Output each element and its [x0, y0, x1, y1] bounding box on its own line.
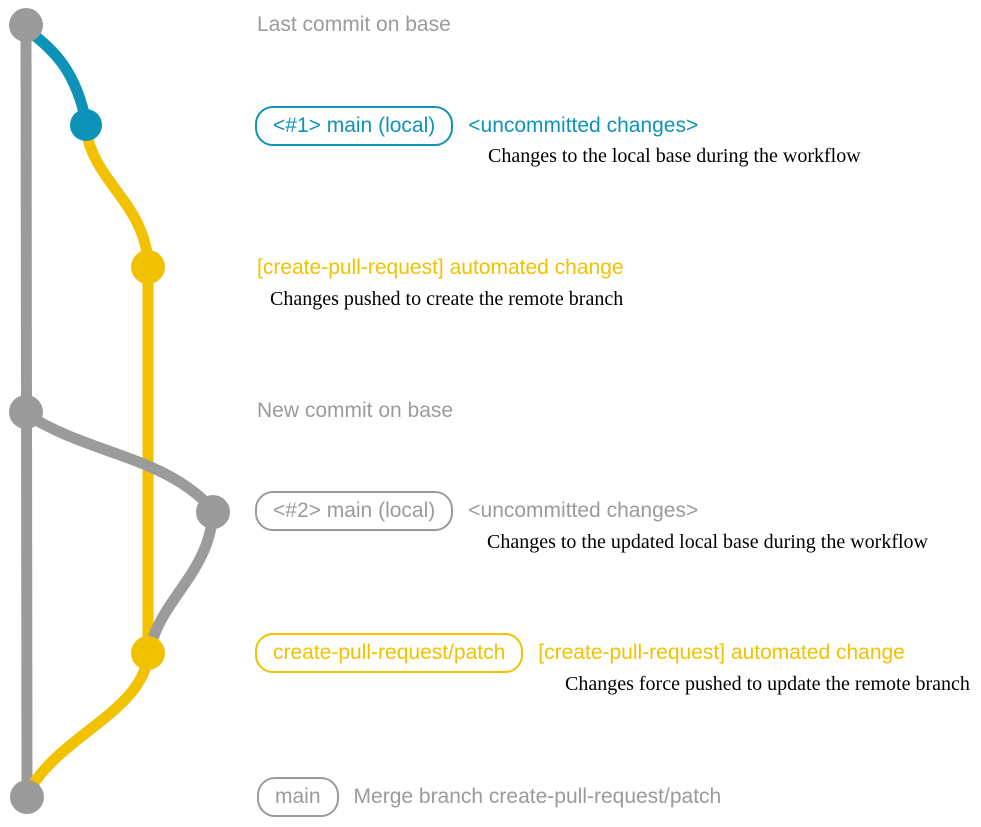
rebase-in-curve [144, 507, 219, 655]
commit-dot-new-base [9, 395, 43, 429]
automated-change-title-2: [create-pull-request] automated change [538, 641, 905, 664]
commit-graph [9, 8, 230, 814]
merge-commit-title: Merge branch create-pull-request/patch [353, 785, 722, 808]
uncommitted-changes-title-2: <uncommitted changes> [468, 499, 699, 522]
branch-badge-main-local-1: <#1> main (local) [255, 106, 454, 146]
automated-change-desc-2: Changes force pushed to update the remot… [565, 673, 970, 695]
row-pr-patch-branch: create-pull-request/patch [create-pull-r… [255, 633, 905, 673]
rebase-out-curve [20, 408, 219, 516]
uncommitted-changes-title-1: <uncommitted changes> [468, 114, 699, 137]
merge-curve [22, 650, 154, 799]
automated-change-desc-1: Changes pushed to create the remote bran… [270, 288, 624, 310]
local-main-branch-curve [20, 23, 92, 128]
branch-badge-main-local-2: <#2> main (local) [255, 491, 454, 531]
uncommitted-changes-desc-2: Changes to the updated local base during… [487, 531, 928, 553]
commit-dot-automated-change-1 [131, 250, 165, 284]
last-commit-label: Last commit on base [257, 13, 451, 36]
automated-change-title-1: [create-pull-request] automated change [257, 256, 624, 279]
commit-dot-local-main-1 [70, 109, 102, 141]
branch-badge-main: main [257, 777, 339, 817]
commit-dot-automated-change-2 [131, 636, 165, 670]
commit-dot-local-main-2 [196, 495, 230, 529]
row-merge: main Merge branch create-pull-request/pa… [257, 777, 721, 817]
new-commit-label: New commit on base [257, 399, 454, 422]
commit-dot-last-base [9, 8, 43, 42]
commit-dot-merge [10, 780, 44, 814]
row-local-main-1: <#1> main (local) <uncommitted changes> [255, 106, 698, 146]
uncommitted-changes-desc-1: Changes to the local base during the wor… [488, 145, 861, 167]
pr-branch-out-curve [80, 124, 154, 268]
row-local-main-2: <#2> main (local) <uncommitted changes> [255, 491, 698, 531]
branch-badge-pr-patch: create-pull-request/patch [255, 633, 524, 673]
